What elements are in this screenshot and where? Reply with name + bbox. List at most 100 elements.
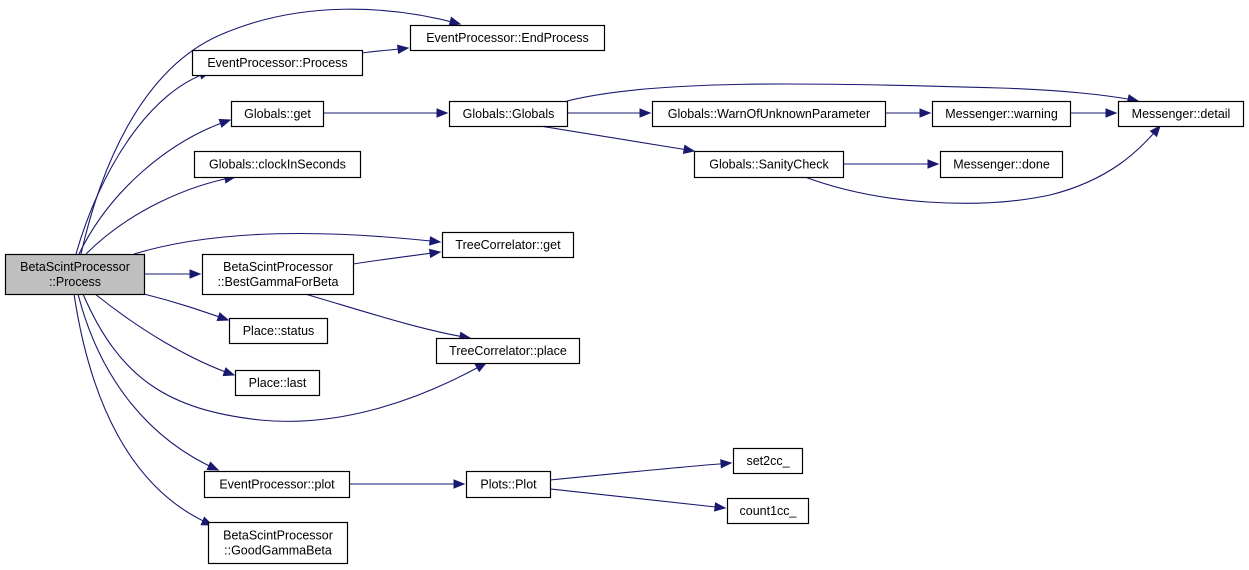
edge-g_warn-to-m_warning: [885, 108, 932, 118]
node-label: ::Process: [49, 275, 101, 289]
edge-line: [85, 176, 236, 255]
edge-line: [804, 125, 1161, 204]
node-label: Messenger::done: [953, 158, 1050, 172]
arrowhead-icon: [218, 118, 232, 128]
node-label: Place::last: [249, 376, 307, 390]
node-g-warn[interactable]: Globals::WarnOfUnknownParameter: [651, 100, 887, 128]
node-label: ::GoodGammaBeta: [224, 544, 332, 558]
node-set2cc[interactable]: set2cc_: [732, 447, 804, 475]
edge-root-to-ep_plot: [77, 293, 220, 471]
node-label: EventProcessor::EndProcess: [426, 31, 589, 45]
node-g-get[interactable]: Globals::get: [230, 100, 325, 128]
arrowhead-icon: [720, 459, 733, 469]
arrowhead-icon: [919, 108, 932, 118]
arrowhead-icon: [714, 502, 727, 512]
node-box: [201, 253, 355, 296]
node-box: [203, 470, 351, 499]
edge-line: [75, 71, 211, 255]
edge-ep_process-to-ep_end: [361, 44, 410, 55]
edge-g_sanity-to-m_detail: [804, 124, 1161, 204]
node-g-clock[interactable]: Globals::clockInSeconds: [193, 150, 362, 179]
node-label: Messenger::warning: [945, 107, 1058, 121]
node-label: EventProcessor::plot: [219, 478, 335, 492]
edge-line: [566, 83, 1139, 102]
edge-m_warning-to-m_detail: [1070, 108, 1118, 118]
node-label: count1cc_: [740, 504, 798, 518]
node-label: EventProcessor::Process: [207, 56, 347, 70]
edge-root-to-place_last: [94, 293, 236, 377]
node-box: [207, 521, 349, 565]
arrowhead-icon: [474, 362, 488, 373]
arrowhead-icon: [448, 16, 462, 26]
node-m-detail[interactable]: Messenger::detail: [1117, 100, 1245, 128]
node-best-gamma[interactable]: BetaScintProcessor::BestGammaForBeta: [201, 253, 355, 296]
node-box: [651, 100, 887, 128]
node-box: [939, 150, 1064, 179]
arrowhead-icon: [429, 236, 442, 246]
edge-best_gamma-to-tc_get: [352, 248, 442, 265]
node-g-sanity[interactable]: Globals::SanityCheck: [693, 150, 845, 179]
node-ep-plot[interactable]: EventProcessor::plot: [203, 470, 351, 499]
nodes-layer: BetaScintProcessor::ProcessEventProcesso…: [4, 24, 1245, 565]
node-box: [693, 150, 845, 179]
node-label: Globals::get: [244, 107, 311, 121]
node-label: TreeCorrelator::get: [455, 238, 561, 252]
edge-line: [549, 462, 732, 481]
node-plots-plot[interactable]: Plots::Plot: [465, 470, 552, 499]
node-m-done[interactable]: Messenger::done: [939, 150, 1064, 179]
node-label: Messenger::detail: [1132, 107, 1231, 121]
node-box: [1117, 100, 1245, 128]
node-box: [726, 497, 810, 525]
edge-root-to-tc_place: [82, 293, 488, 422]
node-box: [234, 369, 321, 397]
edge-g_globals-to-g_sanity: [539, 125, 696, 154]
arrowhead-icon: [1149, 124, 1161, 138]
node-m-warning[interactable]: Messenger::warning: [931, 100, 1072, 128]
node-box: [931, 100, 1072, 128]
node-box: [448, 100, 569, 128]
node-g-globals[interactable]: Globals::Globals: [448, 100, 569, 128]
arrowhead-icon: [927, 159, 940, 169]
node-ep-end[interactable]: EventProcessor::EndProcess: [409, 24, 606, 52]
node-root[interactable]: BetaScintProcessor::Process: [4, 253, 146, 296]
arrowhead-icon: [396, 44, 410, 55]
arrowhead-icon: [206, 461, 220, 471]
edge-line: [352, 251, 441, 265]
edge-line: [77, 293, 219, 471]
node-label: Globals::clockInSeconds: [209, 158, 346, 172]
node-label: Place::status: [243, 324, 315, 338]
edge-line: [133, 232, 441, 255]
node-label: Globals::Globals: [463, 107, 555, 121]
node-box: [4, 253, 146, 296]
arrowhead-icon: [216, 312, 230, 322]
edge-line: [73, 293, 213, 526]
node-label: set2cc_: [746, 454, 790, 468]
arrowhead-icon: [436, 108, 449, 118]
node-ep-process[interactable]: EventProcessor::Process: [191, 49, 364, 77]
node-label: BetaScintProcessor: [223, 260, 333, 274]
node-label: Globals::WarnOfUnknownParameter: [668, 107, 870, 121]
edge-best_gamma-to-tc_place: [304, 293, 472, 342]
node-label: BetaScintProcessor: [223, 529, 333, 543]
arrowhead-icon: [428, 248, 442, 259]
edge-root-to-place_status: [143, 293, 230, 322]
node-count1cc[interactable]: count1cc_: [726, 497, 810, 525]
node-place-last[interactable]: Place::last: [234, 369, 321, 397]
node-place-status[interactable]: Place::status: [228, 317, 329, 345]
node-label: TreeCorrelator::place: [449, 344, 567, 358]
edge-g_globals-to-m_detail: [566, 83, 1140, 104]
edge-line: [539, 125, 695, 152]
node-box: [193, 150, 362, 179]
node-box: [435, 337, 581, 365]
node-good-gamma[interactable]: BetaScintProcessor::GoodGammaBeta: [207, 521, 349, 565]
edge-plots_plot-to-set2cc: [549, 459, 733, 481]
edge-line: [94, 293, 235, 376]
arrowhead-icon: [682, 144, 696, 154]
node-label: BetaScintProcessor: [20, 260, 130, 274]
node-label: Plots::Plot: [480, 478, 537, 492]
arrowhead-icon: [222, 367, 236, 377]
node-tc-get[interactable]: TreeCorrelator::get: [441, 231, 575, 259]
edge-plots_plot-to-count1cc: [549, 488, 727, 512]
node-tc-place[interactable]: TreeCorrelator::place: [435, 337, 581, 365]
